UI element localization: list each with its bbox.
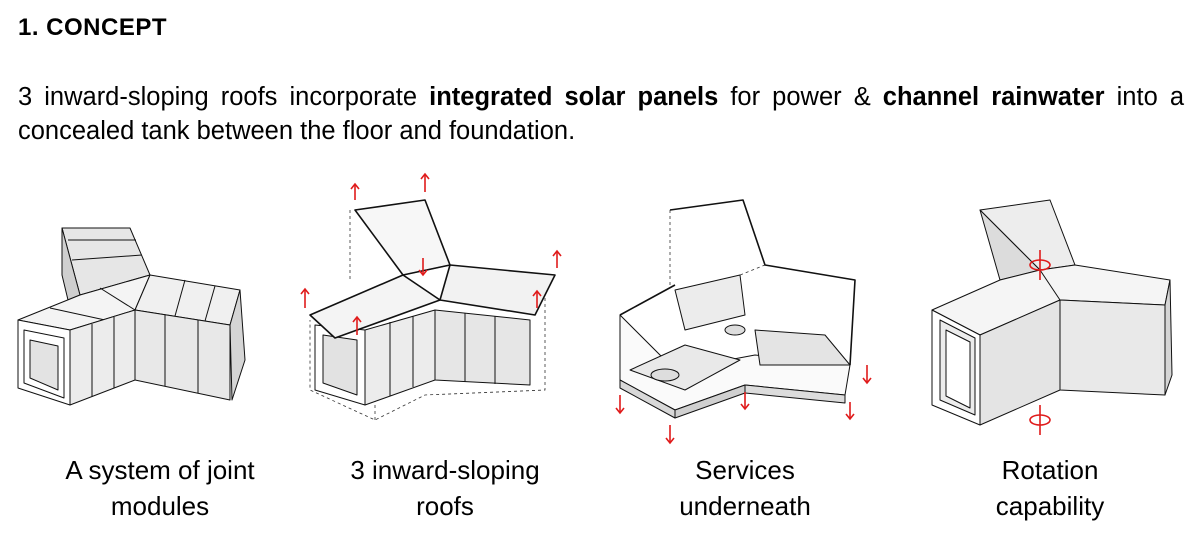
intro-text-1: 3 inward-sloping roofs incorporate <box>18 83 430 111</box>
joint-modules-illustration <box>17 227 246 406</box>
intro-text-2: for power & <box>718 83 883 111</box>
services-illustration <box>615 199 872 445</box>
panel-inward-roofs: 3 inward-sloping roofs <box>295 172 595 530</box>
rotation-illustration <box>931 199 1173 435</box>
panel-joint-modules: A system of joint modules <box>10 180 310 530</box>
intro-bold-rainwater: channel rainwater <box>882 83 1105 111</box>
inward-roofs-illustration <box>300 172 562 421</box>
caption-inward-roofs: 3 inward-sloping roofs <box>350 455 540 521</box>
section-heading: 1. CONCEPT <box>18 14 168 41</box>
concept-description: 3 inward-sloping roofs incorporate integ… <box>18 80 1184 148</box>
intro-text-3: into a concealed tank between the floor … <box>18 83 1185 145</box>
panel-services: Services underneath <box>595 180 895 530</box>
intro-bold-solar: integrated solar panels <box>429 83 719 111</box>
panel-rotation: Rotation capability <box>900 180 1200 530</box>
caption-services: Services underneath <box>679 455 811 521</box>
caption-rotation: Rotation capability <box>995 455 1105 521</box>
caption-joint-modules: A system of joint modules <box>65 455 255 521</box>
